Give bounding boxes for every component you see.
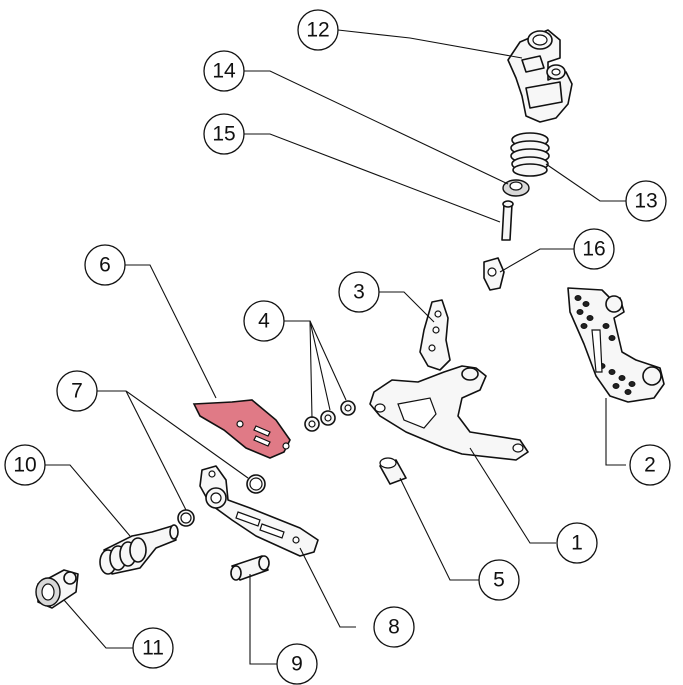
leader-3: [374, 291, 435, 323]
callout-12-label: 12: [306, 19, 329, 42]
callout-1-label: 1: [571, 532, 583, 555]
leader-8: [299, 547, 356, 628]
leader-10: [44, 464, 131, 537]
part-13-spring: [510, 132, 550, 177]
part-5-bushing: [379, 457, 407, 485]
callout-2-label: 2: [644, 454, 656, 477]
callout-13: 13: [625, 180, 667, 222]
callout-13-label: 13: [634, 190, 657, 213]
leader-1: [469, 447, 556, 544]
callout-10: 10: [4, 444, 46, 486]
leader-12: [337, 29, 523, 59]
callout-4: 4: [243, 300, 285, 342]
callout-9: 9: [276, 643, 318, 685]
leader-16: [499, 248, 574, 273]
callout-7: 7: [56, 370, 98, 412]
part-14-cap: [502, 179, 530, 197]
callout-10-label: 10: [13, 454, 36, 477]
callout-14: 14: [203, 50, 245, 92]
callout-7-label: 7: [71, 380, 83, 403]
callout-8: 8: [373, 606, 415, 648]
leader-15: [244, 133, 501, 223]
leader-6: [120, 264, 217, 399]
callout-16: 16: [573, 228, 615, 270]
callout-9-label: 9: [291, 653, 303, 676]
part-9-pin: [230, 555, 270, 581]
part-2-footrest-plate: [567, 287, 665, 403]
callout-15-label: 15: [212, 123, 235, 146]
callout-3: 3: [338, 271, 380, 313]
callout-2: 2: [629, 444, 671, 486]
callout-4-label: 4: [258, 310, 270, 333]
callout-11: 11: [132, 627, 174, 669]
part-6-heel-guard-highlighted: [192, 399, 291, 459]
callout-15: 15: [203, 113, 245, 155]
leader-13: [545, 163, 626, 202]
callout-16-label: 16: [582, 238, 605, 261]
callout-6-label: 6: [99, 254, 111, 277]
leader-7b: [125, 390, 187, 511]
callout-14-label: 14: [212, 60, 236, 83]
callout-5-label: 5: [493, 569, 505, 592]
callout-3-label: 3: [353, 281, 365, 304]
callout-1: 1: [556, 522, 598, 564]
part-16-clevis: [483, 257, 505, 291]
part-15-push-rod: [501, 200, 514, 241]
part-4-spacers: [304, 400, 356, 432]
part-7-o-rings: [177, 474, 266, 527]
leader-5: [399, 477, 480, 581]
callout-6: 6: [84, 244, 126, 286]
leader-11: [63, 599, 133, 649]
leader-14: [244, 70, 509, 185]
callout-11-label: 11: [142, 637, 164, 660]
part-8-brake-lever: [199, 465, 319, 557]
callout-12: 12: [297, 9, 339, 51]
part-3-bracket: [419, 299, 451, 371]
leader-lines: [44, 29, 626, 665]
part-12-master-cylinder: [507, 29, 573, 123]
leader-4c: [309, 320, 347, 401]
callout-8-label: 8: [388, 616, 400, 639]
leader-2: [605, 398, 626, 466]
leader-9: [249, 574, 278, 665]
leader-4b: [309, 320, 331, 411]
part-10-shaft: [99, 524, 179, 575]
part-11-nut: [35, 569, 79, 609]
leader-4a: [284, 320, 313, 419]
part-1-main-bracket: [369, 365, 529, 461]
callout-5: 5: [478, 559, 520, 601]
